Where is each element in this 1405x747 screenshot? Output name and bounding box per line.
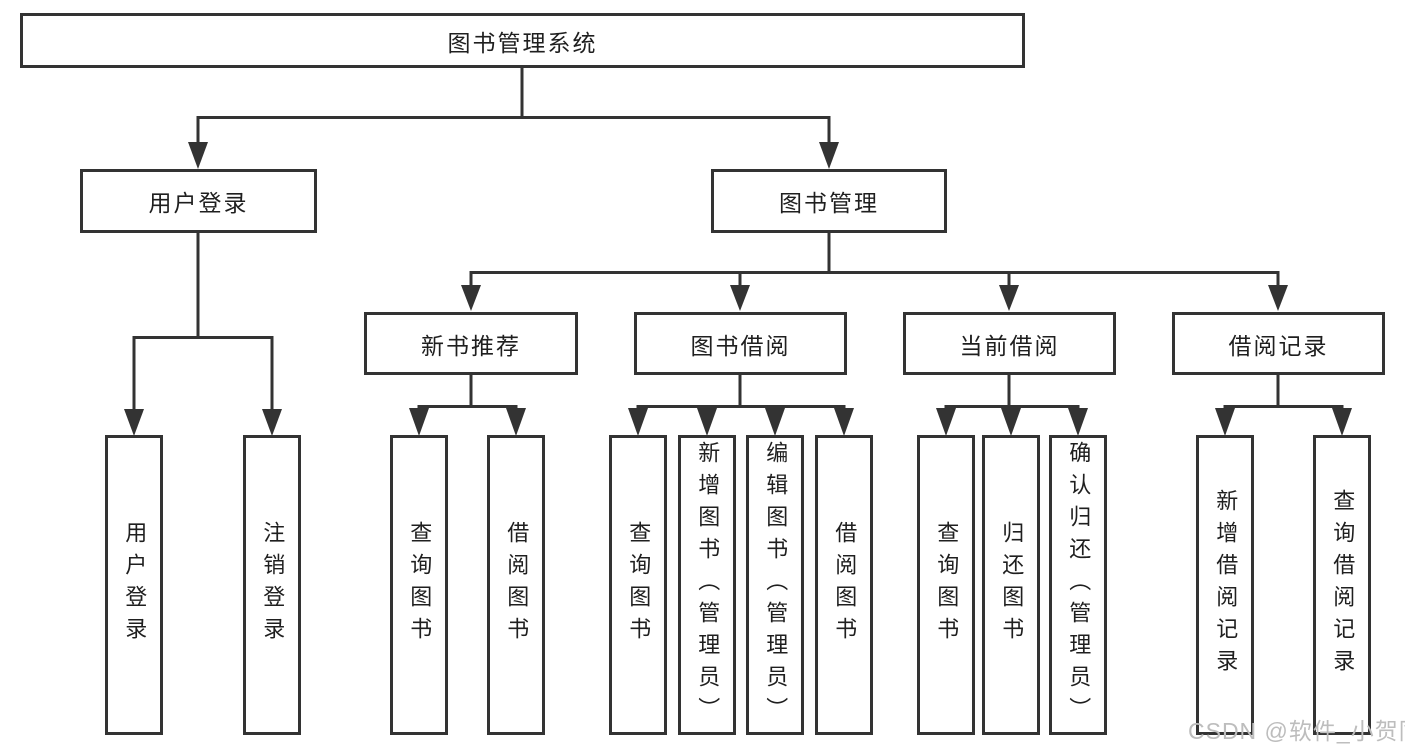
node-new-book-recommend: 新书推荐 [364, 312, 578, 375]
csdn-watermark: CSDN @软件_小贺同学 [1188, 718, 1405, 744]
leaf-return-books-label: 归还图书 [999, 521, 1025, 649]
node-current-borrow: 当前借阅 [903, 312, 1116, 375]
node-library-system: 图书管理系统 [20, 13, 1025, 68]
leaf-borrow-books: 借阅图书 [815, 435, 873, 735]
node-library-system-label: 图书管理系统 [447, 29, 598, 56]
leaf-user-login-label: 用户登录 [122, 521, 148, 649]
leaf-query-books-recommend: 查询图书 [390, 435, 448, 735]
leaf-confirm-return-admin-label: 确认归还（管理员） [1066, 441, 1092, 729]
node-user-login-label: 用户登录 [148, 190, 249, 216]
leaf-add-books-admin-label: 新增图书（管理员） [695, 441, 721, 729]
leaf-add-books-admin: 新增图书（管理员） [678, 435, 736, 735]
leaf-query-borrow-record: 查询借阅记录 [1313, 435, 1371, 735]
node-new-book-recommend-label: 新书推荐 [421, 332, 521, 359]
leaf-edit-books-admin: 编辑图书（管理员） [746, 435, 804, 735]
leaf-borrow-books-label: 借阅图书 [832, 521, 858, 649]
leaf-confirm-return-admin: 确认归还（管理员） [1049, 435, 1107, 735]
leaf-logout-label: 注销登录 [260, 521, 286, 649]
leaf-query-books-recommend-label: 查询图书 [407, 521, 433, 649]
node-user-login: 用户登录 [80, 169, 317, 233]
leaf-borrow-books-recommend: 借阅图书 [487, 435, 545, 735]
leaf-borrow-books-recommend-label: 借阅图书 [504, 521, 530, 649]
node-current-borrow-label: 当前借阅 [959, 332, 1060, 359]
leaf-query-books-borrow-label: 查询图书 [626, 521, 652, 649]
leaf-user-login: 用户登录 [105, 435, 163, 735]
leaf-add-borrow-record-label: 新增借阅记录 [1213, 489, 1239, 681]
leaf-edit-books-admin-label: 编辑图书（管理员） [763, 441, 789, 729]
leaf-logout: 注销登录 [243, 435, 301, 735]
node-book-borrow: 图书借阅 [634, 312, 847, 375]
leaf-add-borrow-record: 新增借阅记录 [1196, 435, 1254, 735]
leaf-query-books-borrow: 查询图书 [609, 435, 667, 735]
leaf-return-books: 归还图书 [982, 435, 1040, 735]
node-book-management-label: 图书管理 [779, 190, 879, 216]
leaf-query-books-current: 查询图书 [917, 435, 975, 735]
leaf-query-books-current-label: 查询图书 [934, 521, 960, 649]
node-borrow-records: 借阅记录 [1172, 312, 1385, 375]
node-borrow-records-label: 借阅记录 [1228, 332, 1329, 359]
node-book-borrow-label: 图书借阅 [690, 332, 791, 359]
leaf-query-borrow-record-label: 查询借阅记录 [1330, 489, 1356, 681]
node-book-management: 图书管理 [711, 169, 947, 233]
